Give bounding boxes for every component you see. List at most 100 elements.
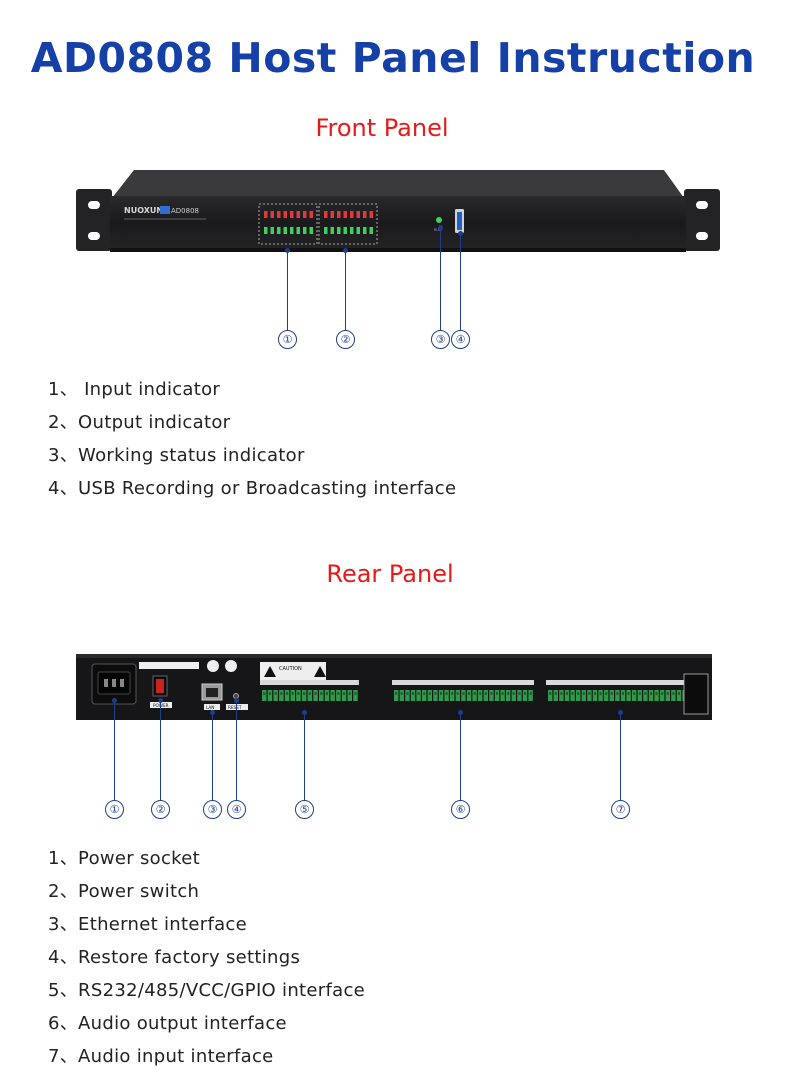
terminal-label-strip [546, 680, 688, 685]
terminal-screw [343, 692, 346, 695]
terminal-pin [267, 690, 273, 701]
led-red [337, 211, 341, 218]
terminal-screw [549, 692, 552, 695]
terminal-pin [324, 690, 330, 701]
led-green [337, 227, 341, 234]
terminal-pin [483, 690, 488, 701]
terminal-pin [626, 690, 631, 701]
list-item: 1、 Input indicator [48, 379, 221, 400]
terminal-pin [494, 690, 500, 701]
rs232-terminal-block [260, 680, 359, 701]
rear-panel-list: 1、Power socket 2、Power switch 3、Ethernet… [48, 842, 365, 1073]
rear-callout-4: ④ [227, 800, 246, 819]
front-callout-4: ④ [451, 330, 470, 349]
terminal-pin [284, 690, 290, 701]
terminal-screw [507, 692, 510, 695]
terminal-pin [671, 690, 676, 701]
status-led [436, 217, 442, 223]
terminal-pin [522, 690, 528, 701]
terminal-pin [511, 690, 516, 701]
right-rack-ear [684, 189, 720, 251]
terminal-pin [654, 690, 659, 701]
list-item: 6、Audio output interface [48, 1013, 287, 1034]
terminal-pin [319, 690, 324, 701]
led-green [330, 227, 334, 234]
terminal-pin [450, 690, 455, 701]
terminal-pin [598, 690, 603, 701]
terminal-screw [395, 692, 398, 695]
terminal-screw [280, 692, 283, 695]
list-item: 4、Restore factory settings [48, 947, 301, 968]
terminal-screw [616, 692, 619, 695]
terminal-pin [353, 690, 358, 701]
terminal-screw [473, 692, 476, 695]
terminal-screw [610, 692, 613, 695]
svg-text:RUN: RUN [434, 228, 442, 232]
terminal-screw [479, 692, 482, 695]
led-green [363, 227, 367, 234]
rear-callout-3: ③ [203, 800, 222, 819]
terminal-screw [428, 692, 431, 695]
terminal-screw [263, 692, 266, 695]
terminal-screw [314, 692, 317, 695]
terminal-screw [672, 692, 675, 695]
rear-callout-2: ② [151, 800, 170, 819]
led-red [290, 211, 294, 218]
audio-input-terminal-block [546, 680, 688, 701]
terminal-pin [422, 690, 427, 701]
terminal-label-strip [392, 680, 534, 685]
rear-panel-heading: Rear Panel [326, 560, 454, 588]
terminal-pin [660, 690, 665, 701]
terminal-screw [291, 692, 294, 695]
front-callout-3: ③ [431, 330, 450, 349]
front-panel-image: NUOXUN AD0808 RUN [76, 170, 720, 252]
terminal-pin [273, 690, 278, 701]
terminal-pin [553, 690, 558, 701]
terminal-screw [622, 692, 624, 695]
list-item: 7、Audio input interface [48, 1046, 274, 1067]
led-red [277, 211, 281, 218]
terminal-pin [637, 690, 642, 701]
terminal-screw [571, 692, 574, 695]
terminal-screw [633, 692, 636, 695]
terminal-screw [412, 692, 414, 695]
terminal-screw [462, 692, 465, 695]
terminal-pin [262, 690, 267, 701]
terminal-pin [604, 690, 609, 701]
caution-label: CAUTION [279, 666, 302, 672]
led-red [296, 211, 300, 218]
led-green [369, 227, 373, 234]
terminal-pin [461, 690, 466, 701]
terminal-pin [615, 690, 620, 701]
terminal-pin [564, 690, 570, 701]
terminal-screw [638, 692, 641, 695]
terminal-pin [478, 690, 483, 701]
list-item: 1、Power socket [48, 848, 200, 869]
terminal-pin [290, 690, 295, 701]
terminal-pin [279, 690, 284, 701]
led-red [369, 211, 373, 218]
led-red [356, 211, 360, 218]
terminal-pin [336, 690, 341, 701]
led-red [330, 211, 334, 218]
terminal-pin [489, 690, 494, 701]
terminal-screw [554, 692, 557, 695]
terminal-screw [337, 692, 340, 695]
terminal-screw [582, 692, 585, 695]
rear-callout-5: ⑤ [295, 800, 314, 819]
led-green [290, 227, 294, 234]
led-green [343, 227, 347, 234]
led-green [356, 227, 360, 234]
list-item: 4、USB Recording or Broadcasting interfac… [48, 478, 457, 499]
terminal-pin [410, 690, 416, 701]
terminal-pin [472, 690, 477, 701]
terminal-pin [307, 690, 313, 701]
terminal-pin [347, 690, 352, 701]
terminal-screw [655, 692, 658, 695]
front-panel-list: 1、 Input indicator 2、Output indicator 3、… [48, 373, 456, 505]
lan-label: LAN [206, 705, 214, 710]
terminal-screw [445, 692, 448, 695]
led-green [309, 227, 313, 234]
terminal-screw [440, 692, 442, 695]
led-green [303, 227, 307, 234]
